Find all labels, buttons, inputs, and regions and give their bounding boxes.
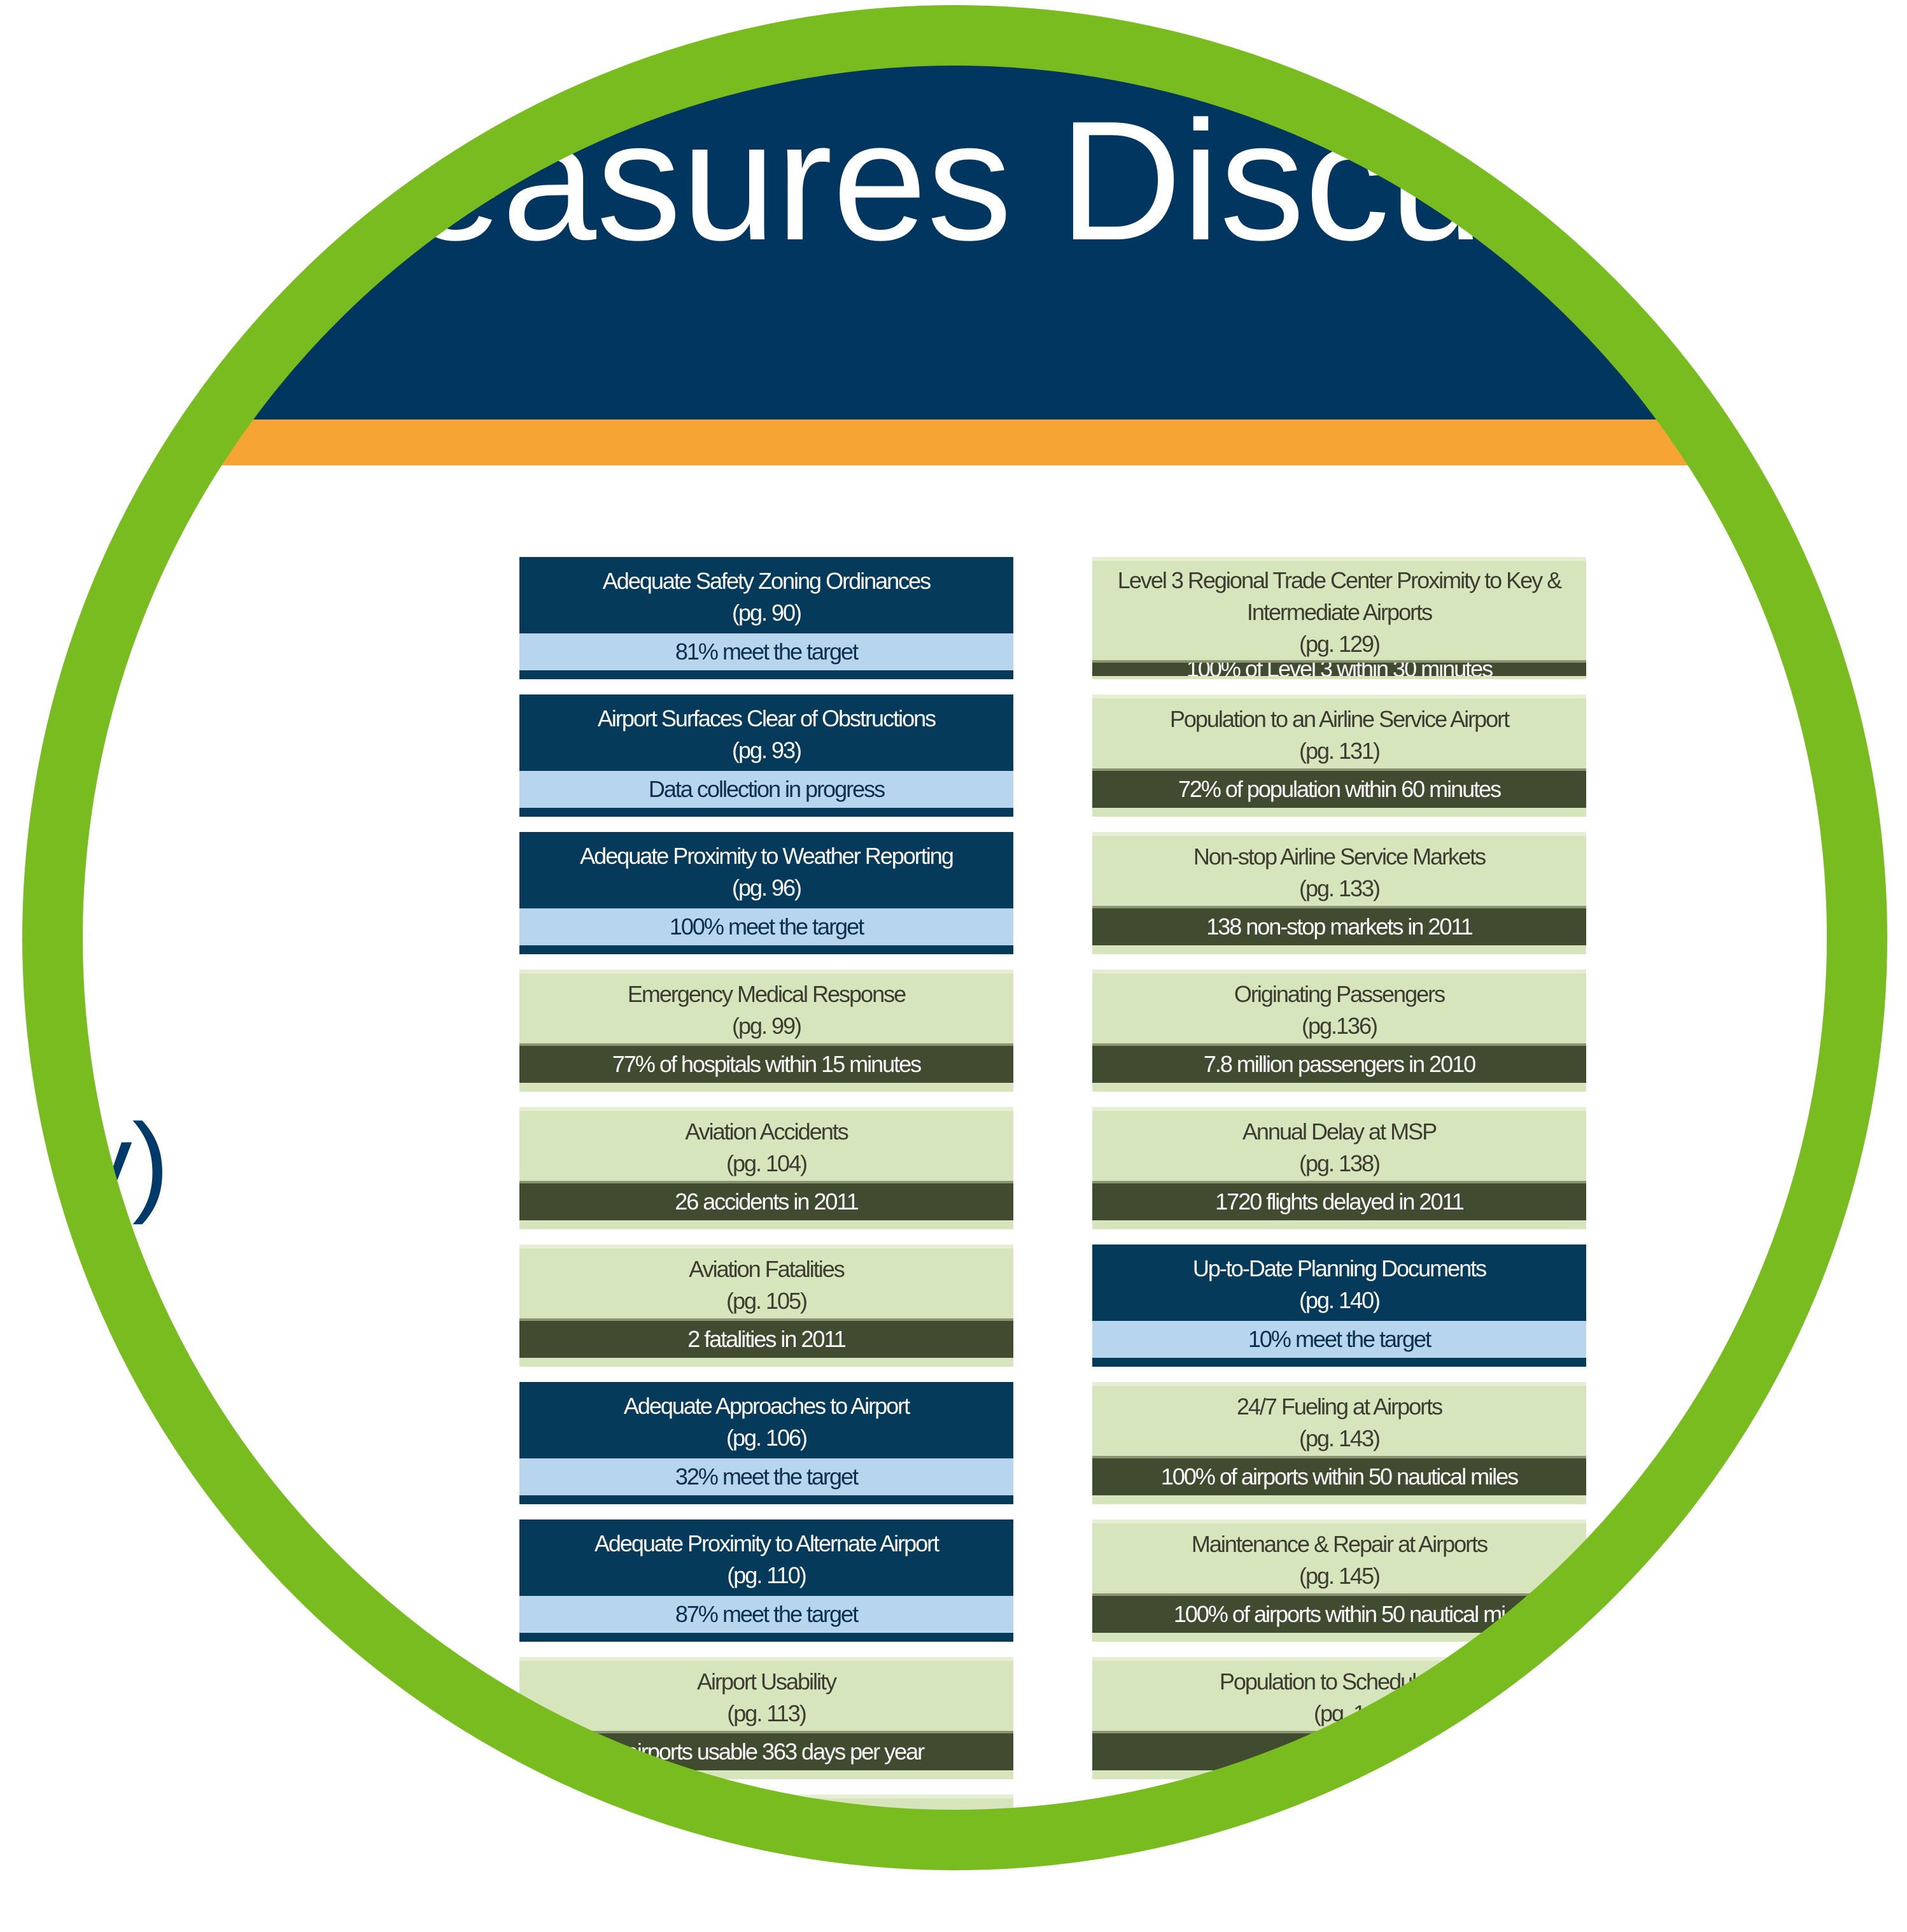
card-footer-strip bbox=[519, 1908, 1013, 1917]
measure-value bbox=[519, 1868, 1013, 1908]
magnifier-ring bbox=[22, 5, 1887, 1870]
